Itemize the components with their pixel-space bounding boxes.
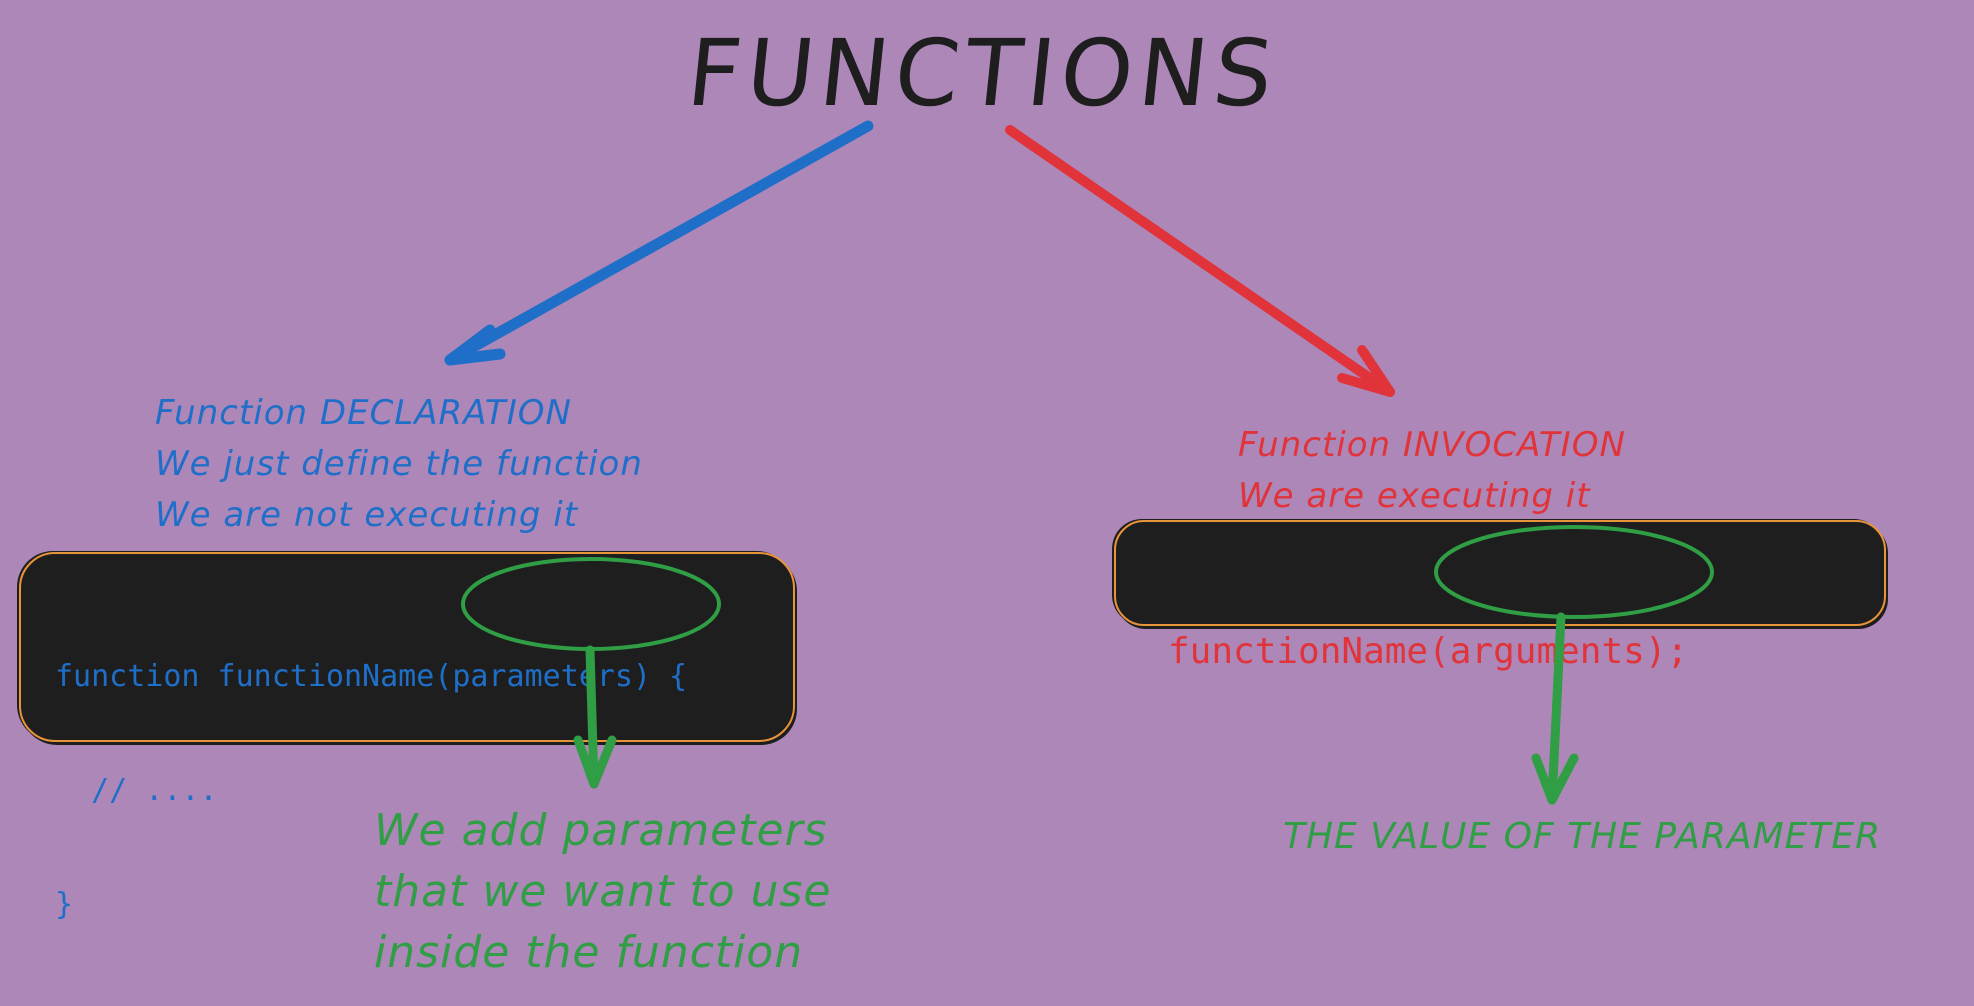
- arguments-note: THE VALUE OF THE PARAMETER: [1283, 816, 1882, 857]
- invocation-code-block: functionName(arguments);: [1114, 520, 1886, 672]
- declaration-code-block: function functionName(parameters) { // .…: [19, 552, 795, 922]
- declaration-note-line: We just define the function: [155, 444, 643, 484]
- declaration-arrow: [444, 120, 874, 366]
- code-line: functionName(arguments);: [1168, 631, 1689, 672]
- parameters-note-line: that we want to use: [374, 866, 832, 917]
- invocation-notes: Function INVOCATION We are executing it: [1238, 420, 1626, 522]
- code-line: // ....: [55, 773, 218, 808]
- declaration-note-heading: Function DECLARATION: [155, 393, 572, 433]
- invocation-arrow: [1005, 125, 1395, 397]
- declaration-note-line: We are not executing it: [155, 495, 579, 535]
- declaration-notes: Function DECLARATION We just define the …: [155, 388, 643, 541]
- code-line: function functionName(parameters) {: [55, 659, 688, 694]
- parameters-note-line: We add parameters: [374, 805, 828, 856]
- parameters-note: We add parameters that we want to use in…: [374, 800, 832, 983]
- code-line: }: [55, 887, 74, 922]
- parameters-note-line: inside the function: [374, 927, 804, 978]
- diagram-title: FUNCTIONS: [682, 20, 1284, 127]
- invocation-note-heading: Function INVOCATION: [1238, 425, 1626, 465]
- invocation-note-line: We are executing it: [1238, 476, 1591, 516]
